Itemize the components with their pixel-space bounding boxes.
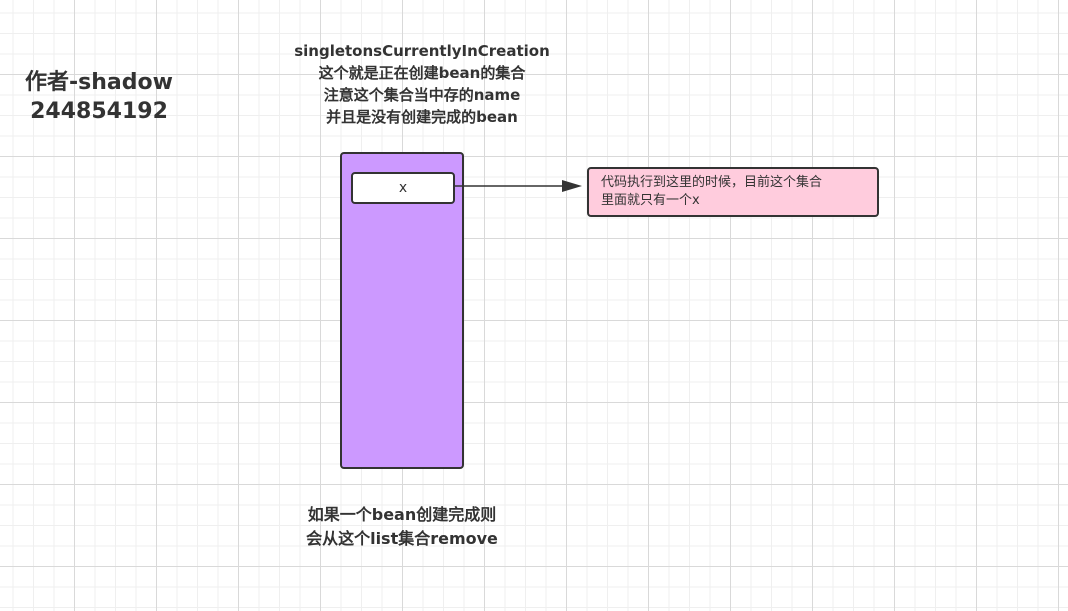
title-line-3: 注意这个集合当中存的name [323,86,521,104]
bottom-line-1: 如果一个bean创建完成则 [307,505,497,524]
title-line-2: 这个就是正在创建bean的集合 [318,64,526,82]
bottom-text-block: 如果一个bean创建完成则 会从这个list集合remove [252,503,552,551]
collection-item-label: x [398,180,408,196]
note-box[interactable]: 代码执行到这里的时候，目前这个集合 里面就只有一个x [587,167,879,217]
author-label: 作者-shadow 244854192 [14,68,184,126]
collection-item-x[interactable]: x [351,172,455,204]
arrow-head-icon [562,180,582,192]
note-line-2: 里面就只有一个x [601,193,700,208]
bottom-line-2: 会从这个list集合remove [306,529,498,548]
title-line-4: 并且是没有创建完成的bean [326,108,518,126]
author-name: 作者-shadow [25,70,173,95]
note-text: 代码执行到这里的时候，目前这个集合 里面就只有一个x [601,174,869,210]
note-line-1: 代码执行到这里的时候，目前这个集合 [601,175,823,190]
title-line-1: singletonsCurrentlyInCreation [294,42,550,60]
title-text-block: singletonsCurrentlyInCreation 这个就是正在创建be… [262,40,582,128]
author-id: 244854192 [30,99,168,124]
collection-container[interactable] [340,152,464,469]
